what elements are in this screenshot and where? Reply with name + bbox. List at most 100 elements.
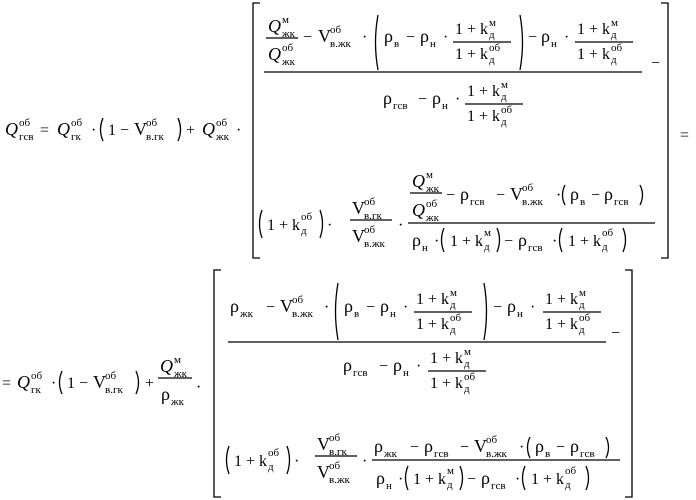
rho-n-2-subscript: н — [551, 38, 557, 50]
one-3: 1 — [450, 233, 458, 250]
rho-gsv-8-subscript: гсв — [491, 480, 506, 492]
minus-15: − — [611, 325, 620, 342]
dot-12: · — [51, 375, 56, 392]
k-frac-3-den-sub: д — [501, 116, 507, 128]
paren-open-9 — [227, 446, 230, 474]
v-vzhk-6-superscript: об — [486, 434, 498, 446]
one-8: 1 — [531, 471, 539, 488]
rho-gsv-1-symbol: ρ — [383, 88, 392, 108]
k-frac-5-den-k: k — [570, 316, 578, 333]
bracket-right-2 — [625, 270, 632, 497]
k-2-sub: д — [484, 241, 490, 253]
minus-12: − — [266, 299, 275, 316]
bracket-right-1 — [661, 3, 668, 258]
paren-open-4 — [563, 185, 566, 205]
dot-2: · — [236, 122, 241, 139]
q-gsv-symbol: Q — [5, 119, 18, 139]
paren-close-11 — [460, 466, 463, 490]
k-frac-5-num-plus: + — [557, 291, 566, 308]
k-frac-4-num-k: k — [441, 291, 449, 308]
rho-n-1-symbol: ρ — [420, 26, 429, 46]
k-1: k — [292, 217, 300, 234]
rho-n-3-subscript: н — [442, 100, 448, 112]
k-frac-4-den-sub: д — [450, 324, 456, 336]
k-frac-1-den-one: 1 — [455, 46, 463, 63]
minus-2: − — [303, 29, 312, 46]
k-frac-1-num-sub: д — [489, 29, 495, 41]
q-zhk-1-subscript: жк — [215, 131, 230, 143]
k-frac-5-den-sub: д — [579, 324, 585, 336]
rho-n-7-symbol: ρ — [393, 355, 402, 375]
rho-gsv-1-subscript: гсв — [393, 100, 408, 112]
k-frac-5-num-one: 1 — [545, 291, 553, 308]
q-zhk-m-3-symbol: Q — [160, 356, 173, 376]
paren-close-4 — [640, 185, 643, 205]
k-frac-2-num-sub: д — [611, 29, 617, 41]
rho-gsv-6-symbol: ρ — [424, 436, 433, 456]
k-3: k — [593, 233, 601, 250]
k-4: k — [259, 453, 267, 470]
v-vzhk-4-superscript: об — [292, 294, 304, 306]
k-frac-1-num-k: k — [480, 21, 488, 38]
k-frac-3-num-k: k — [492, 83, 500, 100]
minus-11: − — [79, 375, 88, 392]
dot-17: · — [416, 358, 421, 375]
v-vzhk-1-subscript: в.жк — [330, 38, 352, 50]
k-frac-2-den-sub: д — [611, 54, 617, 66]
rho-gsv-5-symbol: ρ — [343, 355, 352, 375]
k-frac-5-den-plus: + — [557, 316, 566, 333]
rho-n-6-symbol: ρ — [507, 296, 516, 316]
one-4: 1 — [568, 233, 576, 250]
plus-6: + — [246, 453, 255, 470]
q-zhk-1-superscript: об — [216, 117, 228, 129]
k-frac-6-den-plus: + — [442, 375, 451, 392]
minus-5: − — [651, 55, 660, 72]
rho-n-8-symbol: ρ — [376, 468, 385, 488]
k-5: k — [438, 471, 446, 488]
rho-zhk-2-subscript: жк — [239, 308, 254, 320]
dot-15: · — [403, 299, 408, 316]
k-frac-1-num-sup: м — [489, 17, 496, 29]
k-frac-2-den-sup: об — [611, 42, 623, 54]
minus-7: − — [446, 187, 455, 204]
plus-3: + — [462, 233, 471, 250]
dot-8: · — [398, 217, 403, 234]
k-frac-3-den-one: 1 — [467, 108, 475, 125]
k-frac-2-num-sup: м — [611, 17, 618, 29]
v-vgk-3-subscript: в.гк — [105, 384, 123, 396]
paren-open-11 — [406, 466, 409, 490]
k-frac-6-den-sub: д — [464, 383, 470, 395]
minus-4: − — [528, 29, 537, 46]
plus-1: + — [186, 122, 195, 139]
q-zhk-ob-2-symbol: Q — [412, 200, 425, 220]
k-frac-1-den-plus: + — [467, 46, 476, 63]
rho-zhk-3-subscript: жк — [383, 448, 398, 460]
k-frac-3-den-k: k — [492, 108, 500, 125]
rho-gsv-3-subscript: гсв — [614, 196, 629, 208]
k-frac-4-den-plus: + — [428, 316, 437, 333]
rho-zhk-3-symbol: ρ — [374, 436, 383, 456]
q-gk-subscript: гк — [71, 131, 82, 143]
rho-gsv-6-subscript: гсв — [434, 448, 449, 460]
dot-16: · — [530, 299, 535, 316]
rho-v-2-symbol: ρ — [570, 184, 579, 204]
k-frac-6-den-k: k — [455, 375, 463, 392]
k-frac-4-den-k: k — [441, 316, 449, 333]
k-frac-2-num-one: 1 — [577, 21, 585, 38]
bracket-left-2 — [214, 270, 221, 497]
q-gsv-superscript: об — [19, 117, 31, 129]
rho-v-1-subscript: в — [394, 38, 399, 50]
rho-n-8-subscript: н — [386, 480, 392, 492]
one-7: 1 — [413, 471, 421, 488]
k-frac-2-den-k: k — [602, 46, 610, 63]
paren-close-10 — [606, 437, 609, 458]
k-frac-4-num-plus: + — [428, 291, 437, 308]
v-vzhk-2-subscript: в.жк — [364, 238, 386, 250]
k-4-sub: д — [268, 461, 274, 473]
k-2-sup: м — [484, 227, 491, 239]
k-6: k — [556, 471, 564, 488]
q-zhk-m-2-superscript: м — [426, 169, 433, 181]
paren-open-2 — [376, 15, 379, 70]
paren-close-5 — [497, 228, 500, 252]
